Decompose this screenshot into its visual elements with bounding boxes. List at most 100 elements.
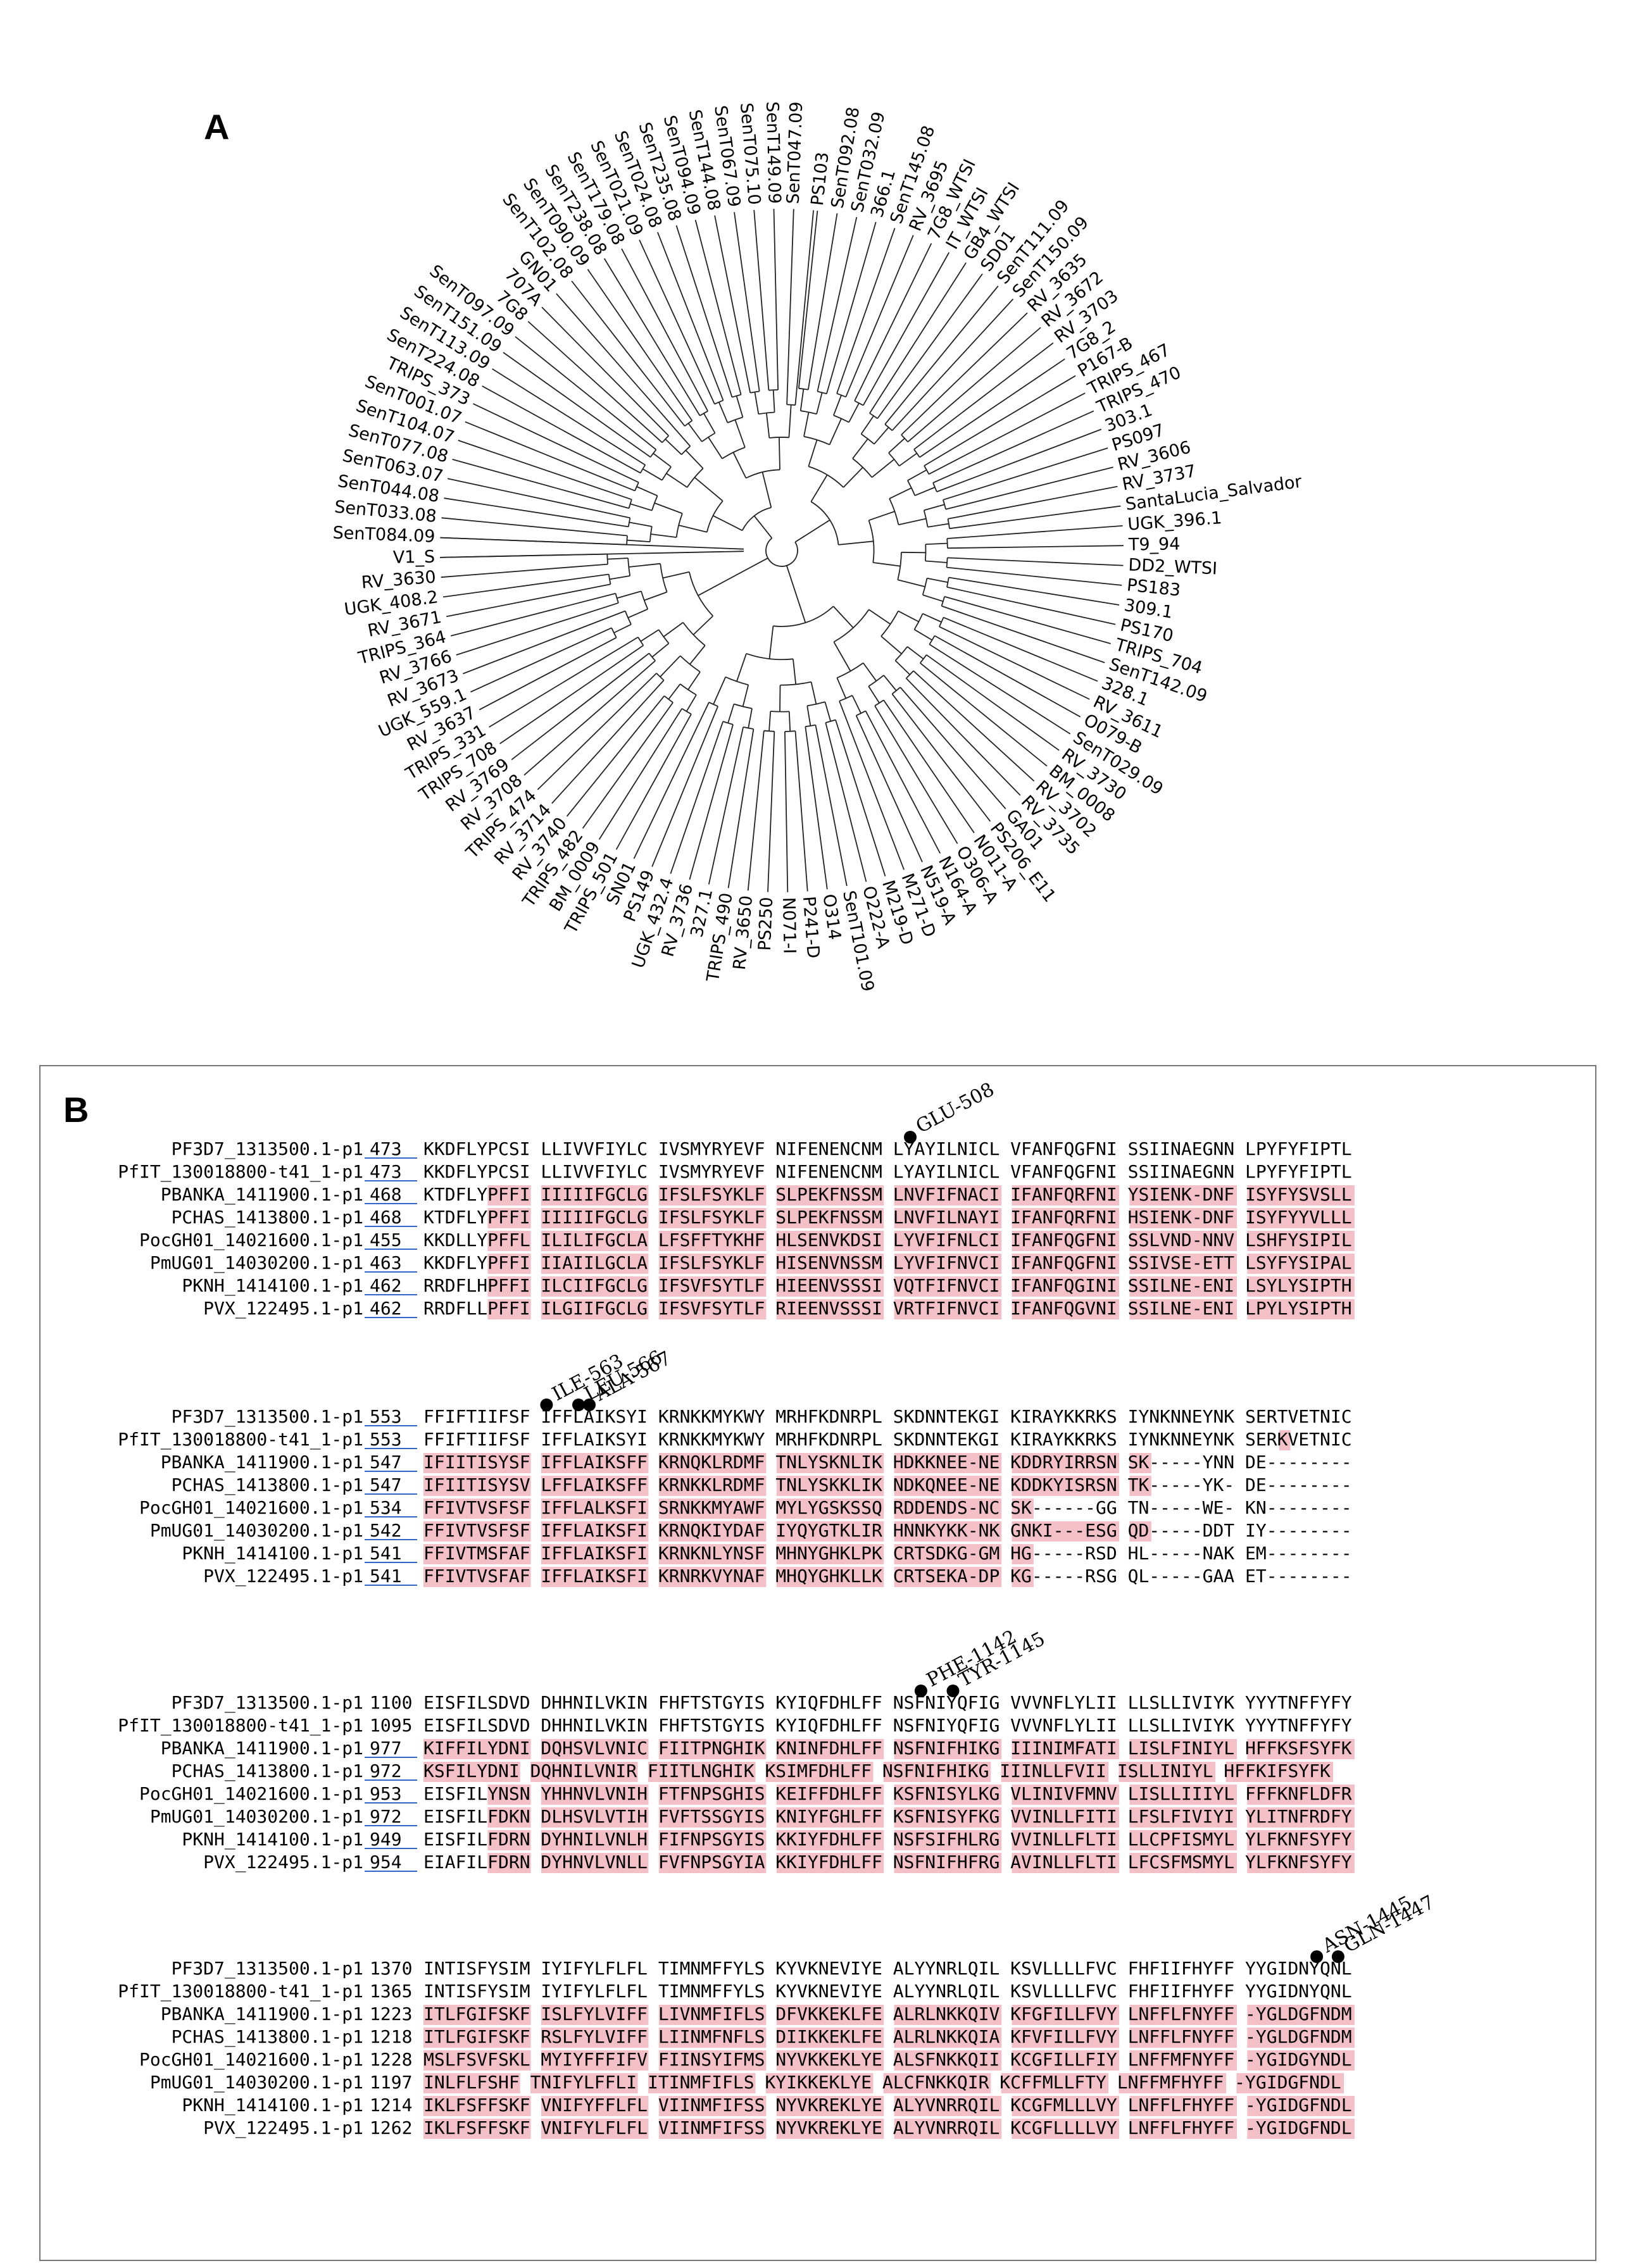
conservation-highlight	[594, 1299, 606, 1319]
conservation-highlight	[444, 2028, 456, 2048]
conservation-highlight	[990, 1254, 1002, 1274]
conservation-highlight	[1322, 1807, 1334, 1828]
conservation-highlight	[1193, 1276, 1205, 1297]
conservation-highlight	[948, 1853, 959, 1873]
conservation-highlight	[1322, 2005, 1334, 2025]
conservation-highlight	[894, 1762, 906, 1782]
conservation-highlight	[958, 1567, 970, 1587]
conservation-highlight	[1086, 1453, 1098, 1473]
conservation-highlight	[862, 2028, 874, 2048]
conservation-highlight	[862, 2005, 874, 2025]
tree-branch	[889, 487, 912, 499]
conservation-highlight	[1322, 1208, 1334, 1228]
conservation-highlight	[584, 1254, 595, 1274]
conservation-highlight	[915, 1567, 927, 1587]
conservation-highlight	[1215, 1807, 1227, 1828]
conservation-highlight	[594, 1853, 606, 1873]
conservation-highlight	[915, 1299, 927, 1319]
conservation-highlight	[958, 2005, 970, 2025]
conservation-highlight	[1033, 2073, 1044, 2093]
tree-arc	[833, 414, 849, 423]
conservation-highlight	[734, 1739, 745, 1759]
conservation-highlight	[1075, 2005, 1087, 2025]
conservation-highlight	[958, 1807, 970, 1828]
conservation-highlight	[744, 1785, 756, 1805]
conservation-highlight	[658, 1785, 670, 1805]
conservation-highlight	[1129, 1521, 1141, 1542]
tree-branch	[766, 413, 770, 439]
conservation-highlight	[701, 2028, 713, 2048]
conservation-highlight	[915, 1231, 927, 1251]
conservation-highlight	[455, 1762, 467, 1782]
conservation-highlight	[1075, 1521, 1087, 1542]
sequence-residues: KIFFILYDNI DQHSVLVNIC FIITPNGHIK KNINFDH…	[423, 1738, 1352, 1759]
conservation-highlight	[1086, 2050, 1098, 2071]
conservation-highlight	[948, 1299, 959, 1319]
conservation-highlight	[1151, 1276, 1162, 1297]
tree-branch	[617, 590, 642, 599]
tree-branch	[747, 730, 765, 891]
conservation-highlight	[1140, 1521, 1151, 1542]
conservation-highlight	[1258, 1185, 1269, 1206]
conservation-highlight	[658, 1476, 670, 1496]
conservation-highlight	[979, 1739, 991, 1759]
conservation-highlight	[1322, 1231, 1334, 1251]
conservation-highlight	[701, 2119, 713, 2139]
conservation-highlight	[990, 1521, 1002, 1542]
tree-branch	[786, 209, 794, 405]
conservation-highlight	[979, 1544, 991, 1564]
tree-branch	[607, 558, 629, 560]
conservation-highlight	[755, 1208, 767, 1228]
conservation-highlight	[637, 1254, 649, 1274]
conservation-highlight	[562, 1208, 574, 1228]
conservation-highlight	[594, 2005, 606, 2025]
tree-branch	[798, 210, 818, 389]
sequence-residues: KSFILYDNI DQHNILVNIR FIITLNGHIK KSIMFDHL…	[423, 1760, 1331, 1781]
conservation-highlight	[594, 1739, 606, 1759]
conservation-highlight	[937, 1807, 948, 1828]
conservation-highlight	[1044, 1739, 1055, 1759]
conservation-highlight	[477, 2073, 488, 2093]
conservation-highlight	[948, 1807, 959, 1828]
conservation-highlight	[680, 2028, 692, 2048]
conservation-highlight	[669, 2073, 681, 2093]
tree-branch	[703, 413, 716, 433]
conservation-highlight	[637, 1299, 649, 1319]
tree-branch	[556, 293, 691, 447]
conservation-highlight	[937, 1208, 948, 1228]
conservation-highlight	[1300, 1853, 1312, 1873]
conservation-highlight	[958, 1254, 970, 1274]
conservation-highlight	[1129, 1785, 1141, 1805]
conservation-highlight	[509, 1853, 520, 1873]
conservation-highlight	[776, 1208, 788, 1228]
tree-branch	[537, 673, 657, 790]
conservation-highlight	[915, 1254, 927, 1274]
conservation-highlight	[1022, 2005, 1034, 2025]
tree-branch	[685, 449, 704, 469]
conservation-highlight	[605, 1521, 617, 1542]
conservation-highlight	[1225, 2005, 1237, 2025]
conservation-highlight	[562, 1807, 574, 1828]
conservation-highlight	[979, 1498, 991, 1519]
conservation-highlight	[1055, 2028, 1066, 2048]
tree-branch	[860, 415, 874, 435]
conservation-highlight	[1247, 2096, 1258, 2116]
conservation-highlight	[787, 2096, 799, 2116]
conservation-highlight	[1108, 1185, 1120, 1206]
conservation-highlight	[1225, 1254, 1237, 1274]
conservation-highlight	[680, 1739, 692, 1759]
conservation-highlight	[819, 2119, 830, 2139]
conservation-highlight	[968, 2096, 981, 2116]
conservation-highlight	[1086, 1299, 1098, 1319]
conservation-highlight	[520, 1807, 531, 1828]
conservation-highlight	[819, 1476, 830, 1496]
conservation-highlight	[862, 1453, 874, 1473]
conservation-highlight	[1140, 1476, 1151, 1496]
sequence-residues: INTISFYSIM IYIFYLFLFL TIMNMFFYLS KYVKNEV…	[423, 1958, 1352, 1979]
tree-branch	[914, 487, 936, 496]
conservation-highlight	[1289, 2073, 1301, 2093]
sequence-residues: KKDFLYPFFI IIAIILGCLA IFSLFSYKLF HISENVN…	[423, 1252, 1352, 1273]
conservation-highlight	[968, 1185, 981, 1206]
tree-branch	[665, 439, 682, 455]
conservation-highlight	[680, 1807, 692, 1828]
